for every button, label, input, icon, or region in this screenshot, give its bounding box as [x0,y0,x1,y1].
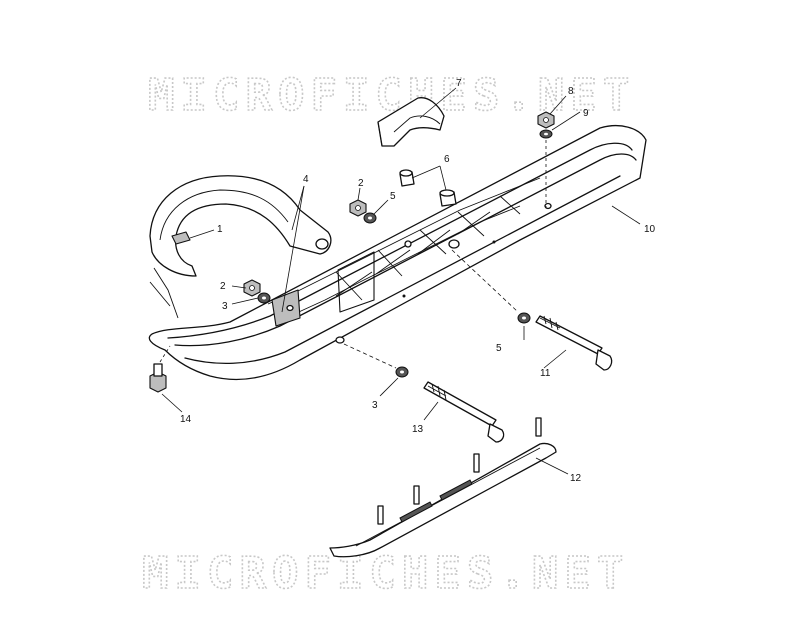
wear-bar-studs [377,417,542,525]
callout-11: 11 [540,368,551,379]
part-2-nut-left [243,279,261,297]
part-7-wear-block [377,97,445,147]
part-6-bushings [399,169,457,207]
part-14-screw [149,363,167,393]
callout-4: 4 [303,174,309,185]
part-9-washer [539,129,553,139]
part-3-washer-left [257,292,271,304]
watermark-bottom: MICROFICHES.NET [142,548,629,599]
callout-1: 1 [217,224,223,235]
part-11-bolt [535,315,613,371]
part-1-clip [171,231,191,245]
callouts: 1 2 2 3 3 4 5 5 6 7 8 9 10 11 12 13 14 [180,78,656,484]
part-5-washer-top [363,212,377,224]
callout-14: 14 [180,414,192,425]
callout-5-right: 5 [496,343,502,354]
ski-handle [149,175,332,319]
callout-3-bottom: 3 [372,400,378,411]
callout-2-left: 2 [220,281,226,292]
callout-5-top: 5 [390,191,396,202]
part-5-washer-right [517,312,531,324]
callout-2-top: 2 [358,178,364,189]
callout-3-left: 3 [222,301,228,312]
leader-lines [159,87,641,475]
callout-6: 6 [444,154,450,165]
callout-10: 10 [644,224,656,235]
callout-7: 7 [456,78,462,89]
ski-body [148,125,647,381]
ski-lattice [267,177,541,327]
part-12-wear-bar [329,417,557,558]
part-8-nut [537,111,555,129]
part-2-nut-top [349,199,367,217]
watermark-top: MICROFICHES.NET [148,70,635,121]
callout-8: 8 [568,86,574,97]
callout-12: 12 [570,473,582,484]
part-13-bolt [423,381,505,443]
part-3-washer-bottom [395,366,409,378]
callout-13: 13 [412,424,424,435]
callout-9: 9 [583,108,589,119]
